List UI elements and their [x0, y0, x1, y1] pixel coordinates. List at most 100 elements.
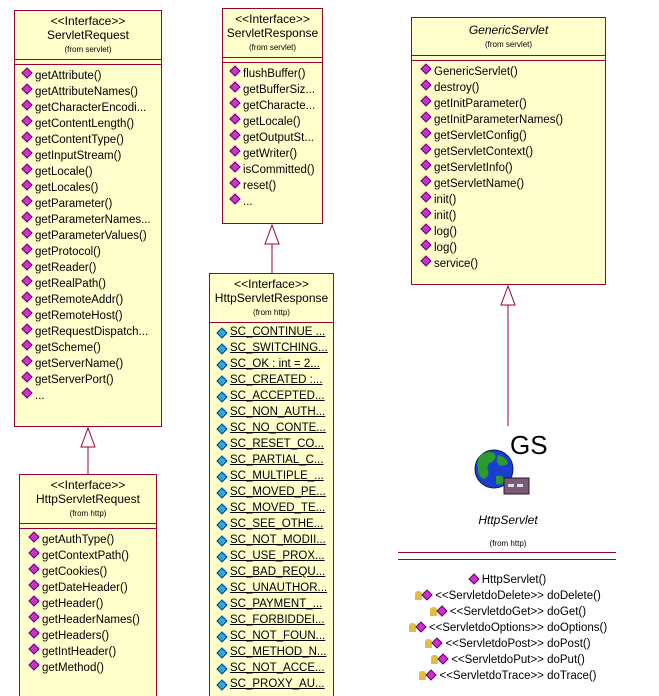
operation-item[interactable]: <<ServletdoGet>> doGet()	[398, 604, 618, 620]
field-label: SC_PROXY_AU...	[230, 678, 325, 690]
method-item[interactable]: getRemoteHost()	[21, 307, 161, 324]
method-item[interactable]: getContentLength()	[21, 115, 161, 132]
field-item[interactable]: SC_SWITCHING...	[216, 340, 333, 356]
method-item[interactable]: getServerName()	[21, 355, 161, 372]
method-item[interactable]: getContentType()	[21, 131, 161, 148]
key-icon	[425, 639, 433, 648]
class-http-servlet[interactable]: GS HttpServlet (from http) HttpServlet()…	[398, 426, 618, 696]
field-item[interactable]: SC_BAD_REQU...	[216, 564, 333, 580]
class-generic-servlet[interactable]: GenericServlet (from servlet) GenericSer…	[411, 17, 606, 285]
field-item[interactable]: SC_NO_CONTE...	[216, 420, 333, 436]
field-item[interactable]: SC_USE_PROX...	[216, 548, 333, 564]
field-label: SC_PAYMENT_...	[230, 598, 323, 610]
method-label: getContentType()	[35, 134, 124, 146]
class-http-servlet-response[interactable]: <<Interface>> HttpServletResponse (from …	[209, 273, 334, 696]
field-item[interactable]: SC_NOT_FOUN...	[216, 628, 333, 644]
method-label: getLocales()	[35, 182, 99, 194]
method-item[interactable]: getCookies()	[28, 563, 156, 580]
method-item[interactable]: getHeader()	[28, 595, 156, 612]
method-item[interactable]: getMethod()	[28, 659, 156, 676]
method-item[interactable]: getRemoteAddr()	[21, 291, 161, 308]
method-icon	[28, 579, 40, 591]
method-item[interactable]: getIntHeader()	[28, 643, 156, 660]
operation-label: <<ServletdoGet>> doGet()	[449, 606, 587, 618]
method-item[interactable]: getRealPath()	[21, 275, 161, 292]
field-item[interactable]: SC_MOVED_TE...	[216, 500, 333, 516]
method-item[interactable]: getReader()	[21, 259, 161, 276]
method-item[interactable]: getParameter()	[21, 195, 161, 212]
method-item[interactable]: getHeaderNames()	[28, 611, 156, 628]
method-item[interactable]: getLocale()	[21, 163, 161, 180]
method-item[interactable]: getServletContext()	[420, 143, 605, 160]
field-label: SC_NOT_FOUN...	[230, 630, 326, 642]
field-item[interactable]: SC_PARTIAL_C...	[216, 452, 333, 468]
method-item[interactable]: init()	[420, 207, 605, 224]
method-item[interactable]: getServerPort()	[21, 371, 161, 388]
field-item[interactable]: SC_PROXY_AU...	[216, 676, 333, 692]
method-item[interactable]: getBufferSiz...	[229, 81, 322, 98]
method-item[interactable]: getLocale()	[229, 113, 322, 130]
method-item[interactable]: getRequestDispatch...	[21, 323, 161, 340]
method-item[interactable]: getServletName()	[420, 175, 605, 192]
method-item[interactable]: log()	[420, 223, 605, 240]
class-servlet-request[interactable]: <<Interface>> ServletRequest (from servl…	[14, 10, 162, 427]
field-icon	[216, 471, 228, 483]
operation-item[interactable]: <<ServletdoPost>> doPost()	[398, 636, 618, 652]
method-item[interactable]: getAuthType()	[28, 531, 156, 548]
field-item[interactable]: SC_FORBIDDEI...	[216, 612, 333, 628]
method-item[interactable]: getCharacterEncodi...	[21, 99, 161, 116]
operation-item[interactable]: HttpServlet()	[398, 572, 618, 588]
field-item[interactable]: SC_ACCEPTED...	[216, 388, 333, 404]
field-item[interactable]: SC_MOVED_PE...	[216, 484, 333, 500]
method-icon	[415, 621, 427, 633]
field-item[interactable]: SC_NOT_ACCE...	[216, 660, 333, 676]
method-item[interactable]: getAttribute()	[21, 67, 161, 84]
method-item[interactable]: getWriter()	[229, 145, 322, 162]
field-item[interactable]: SC_RESET_CO...	[216, 436, 333, 452]
method-label: getAttribute()	[35, 70, 102, 82]
method-item[interactable]: getProtocol()	[21, 243, 161, 260]
operation-item[interactable]: <<ServletdoDelete>> doDelete()	[398, 588, 618, 604]
field-item[interactable]: SC_OK : int = 2...	[216, 356, 333, 372]
method-item[interactable]: getServletConfig()	[420, 127, 605, 144]
method-item[interactable]: getInitParameter()	[420, 95, 605, 112]
field-item[interactable]: SC_NON_AUTH...	[216, 404, 333, 420]
method-item[interactable]: getDateHeader()	[28, 579, 156, 596]
field-item[interactable]: SC_METHOD_N...	[216, 644, 333, 660]
method-item[interactable]: ...	[21, 387, 161, 404]
method-item[interactable]: getInitParameterNames()	[420, 111, 605, 128]
method-item[interactable]: getParameterValues()	[21, 227, 161, 244]
method-item[interactable]: getOutputSt...	[229, 129, 322, 146]
operation-item[interactable]: <<ServletdoPut>> doPut()	[398, 652, 618, 668]
operation-label: <<ServletdoPost>> doPost()	[445, 638, 591, 650]
class-servlet-response[interactable]: <<Interface>> ServletResponse (from serv…	[222, 8, 323, 224]
field-item[interactable]: SC_CONTINUE ...	[216, 324, 333, 340]
method-item[interactable]: getServletInfo()	[420, 159, 605, 176]
method-item[interactable]: getScheme()	[21, 339, 161, 356]
field-item[interactable]: SC_PAYMENT_...	[216, 596, 333, 612]
field-item[interactable]: SC_CREATED :...	[216, 372, 333, 388]
method-item[interactable]: isCommitted()	[229, 161, 322, 178]
class-http-servlet-request[interactable]: <<Interface>> HttpServletRequest (from h…	[19, 474, 157, 696]
method-item[interactable]: reset()	[229, 177, 322, 194]
field-item[interactable]: SC_MULTIPLE_...	[216, 468, 333, 484]
method-item[interactable]: getParameterNames...	[21, 211, 161, 228]
field-item[interactable]: SC_SEE_OTHE...	[216, 516, 333, 532]
method-item[interactable]: getHeaders()	[28, 627, 156, 644]
method-item[interactable]: getAttributeNames()	[21, 83, 161, 100]
operation-item[interactable]: <<ServletdoTrace>> doTrace()	[398, 668, 618, 684]
method-item[interactable]: flushBuffer()	[229, 65, 322, 82]
method-item[interactable]: getInputStream()	[21, 147, 161, 164]
method-item[interactable]: getContextPath()	[28, 547, 156, 564]
method-item[interactable]: ...	[229, 193, 322, 210]
field-item[interactable]: SC_UNAUTHOR...	[216, 580, 333, 596]
method-item[interactable]: destroy()	[420, 79, 605, 96]
method-item[interactable]: getCharacte...	[229, 97, 322, 114]
field-item[interactable]: SC_NOT_MODII...	[216, 532, 333, 548]
method-item[interactable]: init()	[420, 191, 605, 208]
method-item[interactable]: GenericServlet()	[420, 63, 605, 80]
method-item[interactable]: service()	[420, 255, 605, 272]
method-item[interactable]: getLocales()	[21, 179, 161, 196]
method-item[interactable]: log()	[420, 239, 605, 256]
operation-item[interactable]: <<ServletdoOptions>> doOptions()	[398, 620, 618, 636]
